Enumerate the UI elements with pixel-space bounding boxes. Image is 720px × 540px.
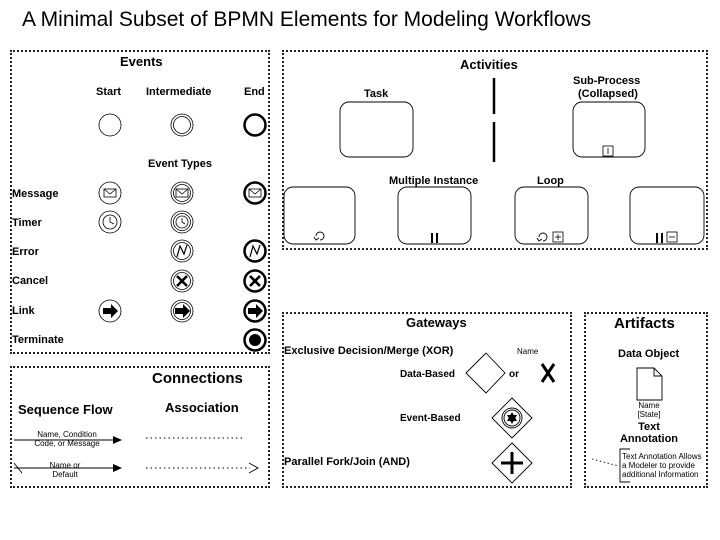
gateways-heading: Gateways — [406, 315, 467, 330]
subprocess-label-1: Sub-Process — [573, 75, 641, 87]
loop-activity-left — [283, 186, 356, 245]
link-end-icon — [243, 299, 267, 323]
data-object-name-state: Name[State] — [637, 401, 661, 419]
start-event-icon — [98, 113, 122, 137]
events-col-intermediate: Intermediate — [146, 86, 212, 98]
event-row-error: Error — [12, 246, 39, 258]
subprocess-label-2: (Collapsed) — [578, 88, 638, 100]
events-col-end: End — [244, 86, 265, 98]
event-row-link: Link — [12, 305, 35, 317]
association-label: Association — [165, 400, 239, 415]
artifacts-panel — [584, 312, 708, 488]
activities-heading: Activities — [460, 57, 518, 72]
task-shape — [339, 101, 414, 158]
link-intermediate-icon — [170, 299, 194, 323]
xor-gateway-x-marker — [540, 363, 556, 383]
error-end-icon — [243, 239, 267, 263]
and-label: Parallel Fork/Join (AND) — [284, 456, 410, 468]
end-event-icon — [243, 113, 267, 137]
timer-start-icon — [98, 210, 122, 234]
parallel-gateway-icon — [491, 442, 533, 484]
message-end-icon — [243, 181, 267, 205]
loop-label: Loop — [537, 175, 564, 187]
event-row-timer: Timer — [12, 217, 42, 229]
events-panel — [10, 50, 270, 354]
event-types-heading: Event Types — [148, 158, 212, 170]
task-label: Task — [364, 88, 389, 100]
multiple-instance-shape — [397, 186, 472, 245]
default-flow-line — [13, 462, 122, 474]
error-intermediate-icon — [170, 239, 194, 263]
message-intermediate-icon — [170, 181, 194, 205]
subprocess-shape — [572, 101, 646, 158]
cancel-end-icon — [243, 269, 267, 293]
terminate-end-icon — [243, 328, 267, 352]
event-row-cancel: Cancel — [12, 275, 49, 287]
data-object-icon — [636, 367, 663, 401]
artifacts-heading: Artifacts — [614, 315, 675, 332]
events-heading: Events — [120, 54, 163, 69]
link-start-icon — [98, 299, 122, 323]
gateways-panel — [282, 312, 572, 488]
text-annotation-bracket — [591, 448, 630, 483]
cancel-intermediate-icon — [170, 269, 194, 293]
event-based-gateway-icon — [491, 397, 533, 439]
association-line-2 — [146, 462, 259, 474]
data-object-label: Data Object — [618, 348, 680, 360]
event-row-message: Message — [12, 188, 59, 200]
xor-label: Exclusive Decision/Merge (XOR) — [284, 345, 454, 357]
event-based-label: Event-Based — [400, 413, 461, 424]
data-based-label: Data-Based — [400, 369, 456, 380]
sequence-flow-line — [14, 436, 122, 444]
page-title: A Minimal Subset of BPMN Elements for Mo… — [22, 8, 592, 31]
timer-intermediate-icon — [170, 210, 194, 234]
multiple-instance-label: Multiple Instance — [389, 175, 479, 187]
xor-gateway-diamond — [465, 352, 506, 394]
intermediate-event-icon — [170, 113, 194, 137]
loop-subprocess-shape — [514, 186, 589, 245]
multiple-instance-subprocess-shape — [629, 186, 705, 245]
event-row-terminate: Terminate — [12, 334, 64, 346]
message-start-icon — [98, 181, 122, 205]
gateway-name-label: Name — [517, 347, 539, 356]
events-col-start: Start — [96, 86, 122, 98]
or-label: or — [509, 369, 519, 380]
sequence-flow-label: Sequence Flow — [18, 402, 113, 417]
connections-heading: Connections — [152, 370, 243, 387]
